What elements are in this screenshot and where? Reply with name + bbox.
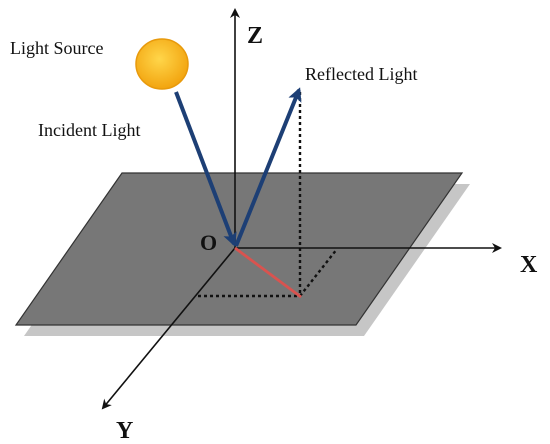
light-source-sun <box>135 38 189 90</box>
origin-label: O <box>200 230 217 255</box>
projection-x-dotted <box>299 248 338 297</box>
light-source-label: Light Source <box>10 38 103 58</box>
incident-light-label: Incident Light <box>38 120 140 140</box>
reflected-light-label: Reflected Light <box>305 64 417 84</box>
reflection-plane <box>14 172 464 326</box>
y-axis-label: Y <box>116 418 133 444</box>
reflected-projection-line <box>234 246 302 299</box>
z-axis-label: Z <box>247 23 263 49</box>
reflected-light-arrow <box>234 87 302 247</box>
incident-light-arrow <box>174 91 237 247</box>
x-axis-label: X <box>520 252 538 278</box>
y-axis <box>101 247 236 410</box>
